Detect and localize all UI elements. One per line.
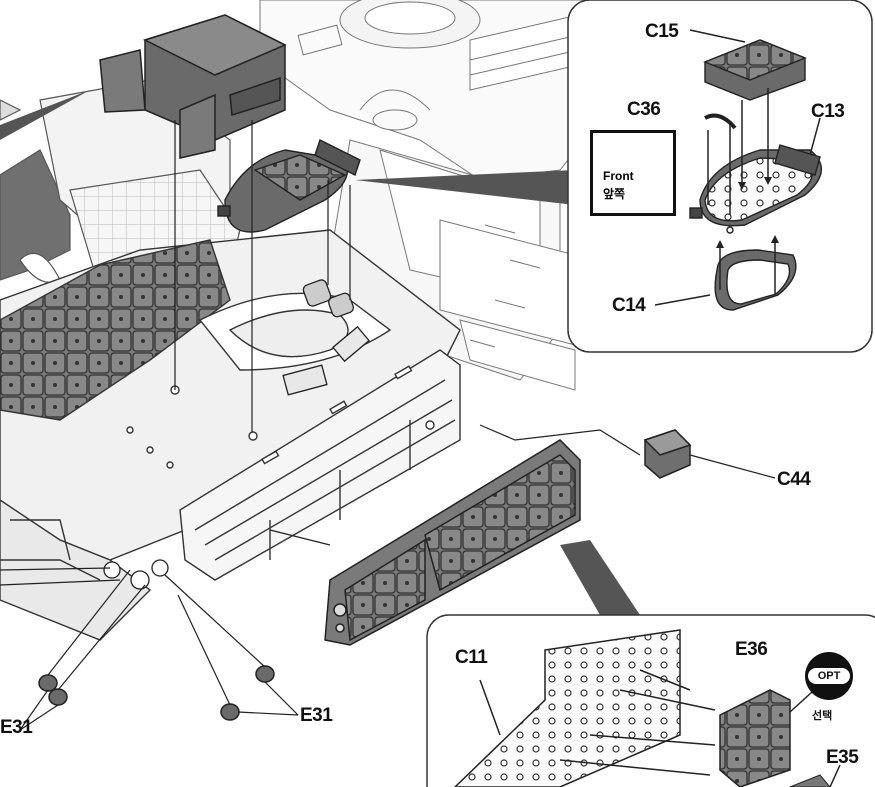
callout-pointers [0, 90, 640, 615]
stowage-box-top [99, 14, 287, 159]
opt-badge-sub: 선택 [812, 710, 833, 722]
front-label-ko: 앞쪽 [603, 187, 626, 201]
side-rail [179, 349, 461, 581]
label-c44: C44 [777, 469, 811, 490]
c14-part [714, 249, 797, 311]
callout-bottom-right [426, 614, 875, 787]
c15-part [703, 39, 807, 101]
hull-front-holes [103, 559, 169, 590]
label-c36: C36 [627, 99, 661, 120]
label-c11: C11 [455, 647, 488, 668]
rollers [282, 279, 370, 396]
opt-badge-label: OPT [808, 668, 850, 684]
front-indicator: Front 앞쪽 [590, 130, 676, 216]
c13-assembled [217, 139, 361, 233]
label-e31-right: E31 [300, 705, 333, 726]
label-e36: E36 [735, 639, 768, 660]
c36-part [704, 113, 737, 130]
guide-lines [0, 120, 776, 731]
opt-badge: OPT [805, 652, 853, 700]
label-c15: C15 [645, 21, 679, 42]
label-e31-left: E31 [0, 717, 33, 738]
label-c13: C13 [811, 101, 845, 122]
label-c14: C14 [612, 295, 646, 316]
c44-part [643, 429, 692, 479]
side-skirt-panel [324, 439, 581, 646]
front-label-en: Front [603, 169, 634, 183]
label-e35: E35 [826, 747, 859, 768]
